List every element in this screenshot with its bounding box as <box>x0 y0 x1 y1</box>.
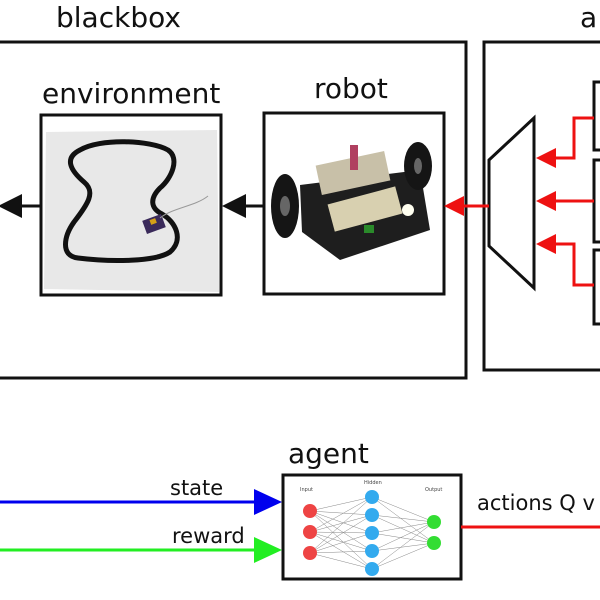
output-layer-label: Output <box>425 487 442 493</box>
nn-edge <box>309 532 373 554</box>
nn-edge <box>309 496 373 512</box>
nn-edge <box>309 514 373 533</box>
agent-title: agent <box>288 437 369 470</box>
reward-label: reward <box>172 524 245 548</box>
nn-edge <box>309 514 373 554</box>
nn-edge <box>371 521 435 552</box>
nn-edge <box>309 531 373 552</box>
nn-edge <box>309 496 373 533</box>
action-to-robot-arrow <box>444 196 489 216</box>
robot-box <box>262 111 446 296</box>
nn-edge <box>371 521 435 570</box>
robot-title: robot <box>314 72 388 105</box>
nn-edge <box>371 521 435 534</box>
nn-edge <box>309 510 373 534</box>
output-node <box>427 515 441 529</box>
environment-to-output-arrow <box>0 194 41 218</box>
nn-edge <box>371 542 435 552</box>
action-option-boxes <box>592 80 600 326</box>
hidden-node <box>365 526 379 540</box>
state-arrow <box>0 489 282 515</box>
nn-edge <box>309 531 373 570</box>
nn-edge <box>309 510 373 552</box>
nn-edge <box>309 550 373 554</box>
hidden-node <box>365 490 379 504</box>
state-label: state <box>170 476 223 500</box>
robot-to-environment-arrow <box>222 194 264 218</box>
action-selection-arrows <box>536 116 594 287</box>
nn-edge <box>309 510 373 516</box>
environment-box <box>39 113 223 297</box>
nn-edge <box>371 514 435 544</box>
nn-edge <box>371 532 435 544</box>
robot-photo <box>271 142 432 260</box>
nn-edge <box>309 552 373 570</box>
nn-edge <box>309 510 373 570</box>
nn-edge <box>371 496 435 544</box>
nn-edge <box>309 496 373 554</box>
nn-edge <box>371 542 435 570</box>
nn-edge <box>309 531 373 534</box>
nn-edge <box>371 496 435 523</box>
hidden-node <box>365 544 379 558</box>
actions-box-title: a <box>580 1 597 34</box>
blackbox-title: blackbox <box>56 1 181 34</box>
hidden-node <box>365 508 379 522</box>
actions-q-label: actions Q v <box>477 491 595 515</box>
track-photo <box>44 130 219 292</box>
input-layer-label: Input <box>300 487 313 493</box>
input-node <box>303 525 317 539</box>
hidden-node <box>365 562 379 576</box>
multiplexer-shape <box>487 114 536 292</box>
input-node <box>303 504 317 518</box>
input-node <box>303 546 317 560</box>
neural-network: Input Hidden Output <box>300 480 442 576</box>
nn-edge <box>371 514 435 523</box>
environment-title: environment <box>42 77 220 110</box>
output-node <box>427 536 441 550</box>
blackbox-frame <box>0 40 468 380</box>
reward-arrow <box>0 537 282 563</box>
hidden-layer-label: Hidden <box>364 480 382 486</box>
